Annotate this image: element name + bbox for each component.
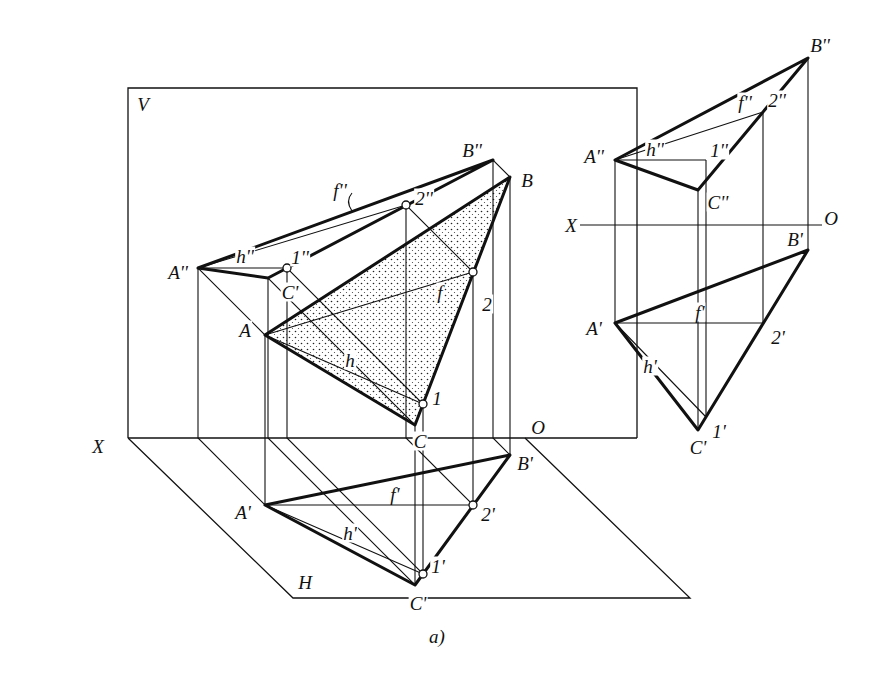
x-axis xyxy=(128,437,637,438)
right-triangles xyxy=(615,58,808,430)
point-label: B' xyxy=(516,454,534,473)
point-label: 2' xyxy=(480,505,496,524)
point-label: f'' xyxy=(737,93,752,112)
points xyxy=(283,201,477,578)
point-label: B' xyxy=(786,230,804,249)
point-label: 1'' xyxy=(290,248,310,267)
point-label: 1' xyxy=(711,422,727,441)
point-label: f xyxy=(436,283,443,302)
point-label: A' xyxy=(234,503,252,522)
point-label: X xyxy=(91,437,105,456)
point-label: O xyxy=(530,418,546,437)
leader xyxy=(349,193,353,211)
projection-lines xyxy=(198,160,510,585)
triangles xyxy=(198,160,510,585)
right-epure xyxy=(580,58,822,430)
point-label: A'' xyxy=(167,263,189,282)
point-label: h'' xyxy=(235,247,255,266)
point-label: h'' xyxy=(645,140,665,159)
point-label: X xyxy=(564,216,578,235)
point-label: B xyxy=(520,171,534,190)
point-label: C' xyxy=(689,438,708,457)
point-label: 2 xyxy=(481,295,493,314)
point-label: 2'' xyxy=(414,189,434,208)
point-label: 2' xyxy=(770,328,786,347)
point-label: h xyxy=(344,351,356,370)
v-plane xyxy=(128,88,637,438)
point-label: A'' xyxy=(583,147,605,166)
point-label: C' xyxy=(281,283,300,302)
planes xyxy=(128,88,690,598)
point-label: B'' xyxy=(809,36,831,55)
figure-caption: a) xyxy=(428,627,446,646)
point-label: 1'' xyxy=(709,141,729,160)
point-label: A xyxy=(238,321,252,340)
point-label: 1' xyxy=(430,557,446,576)
point-label: B'' xyxy=(461,141,483,160)
point-label: C'' xyxy=(707,193,730,212)
point-label: h' xyxy=(342,524,358,543)
point-label: 1 xyxy=(431,389,443,408)
point-label: f' xyxy=(694,303,705,322)
point-label: h' xyxy=(642,357,658,376)
point-label: V xyxy=(136,95,150,114)
h-plane xyxy=(128,438,690,598)
point-label: f'' xyxy=(332,181,347,200)
point-label: C' xyxy=(409,594,428,613)
point-label: C xyxy=(413,432,428,451)
point-label: A' xyxy=(585,319,603,338)
point-label: H xyxy=(297,573,313,592)
point-label: 2'' xyxy=(767,91,787,110)
point-label: f' xyxy=(389,485,400,504)
point-label: O xyxy=(823,209,839,228)
